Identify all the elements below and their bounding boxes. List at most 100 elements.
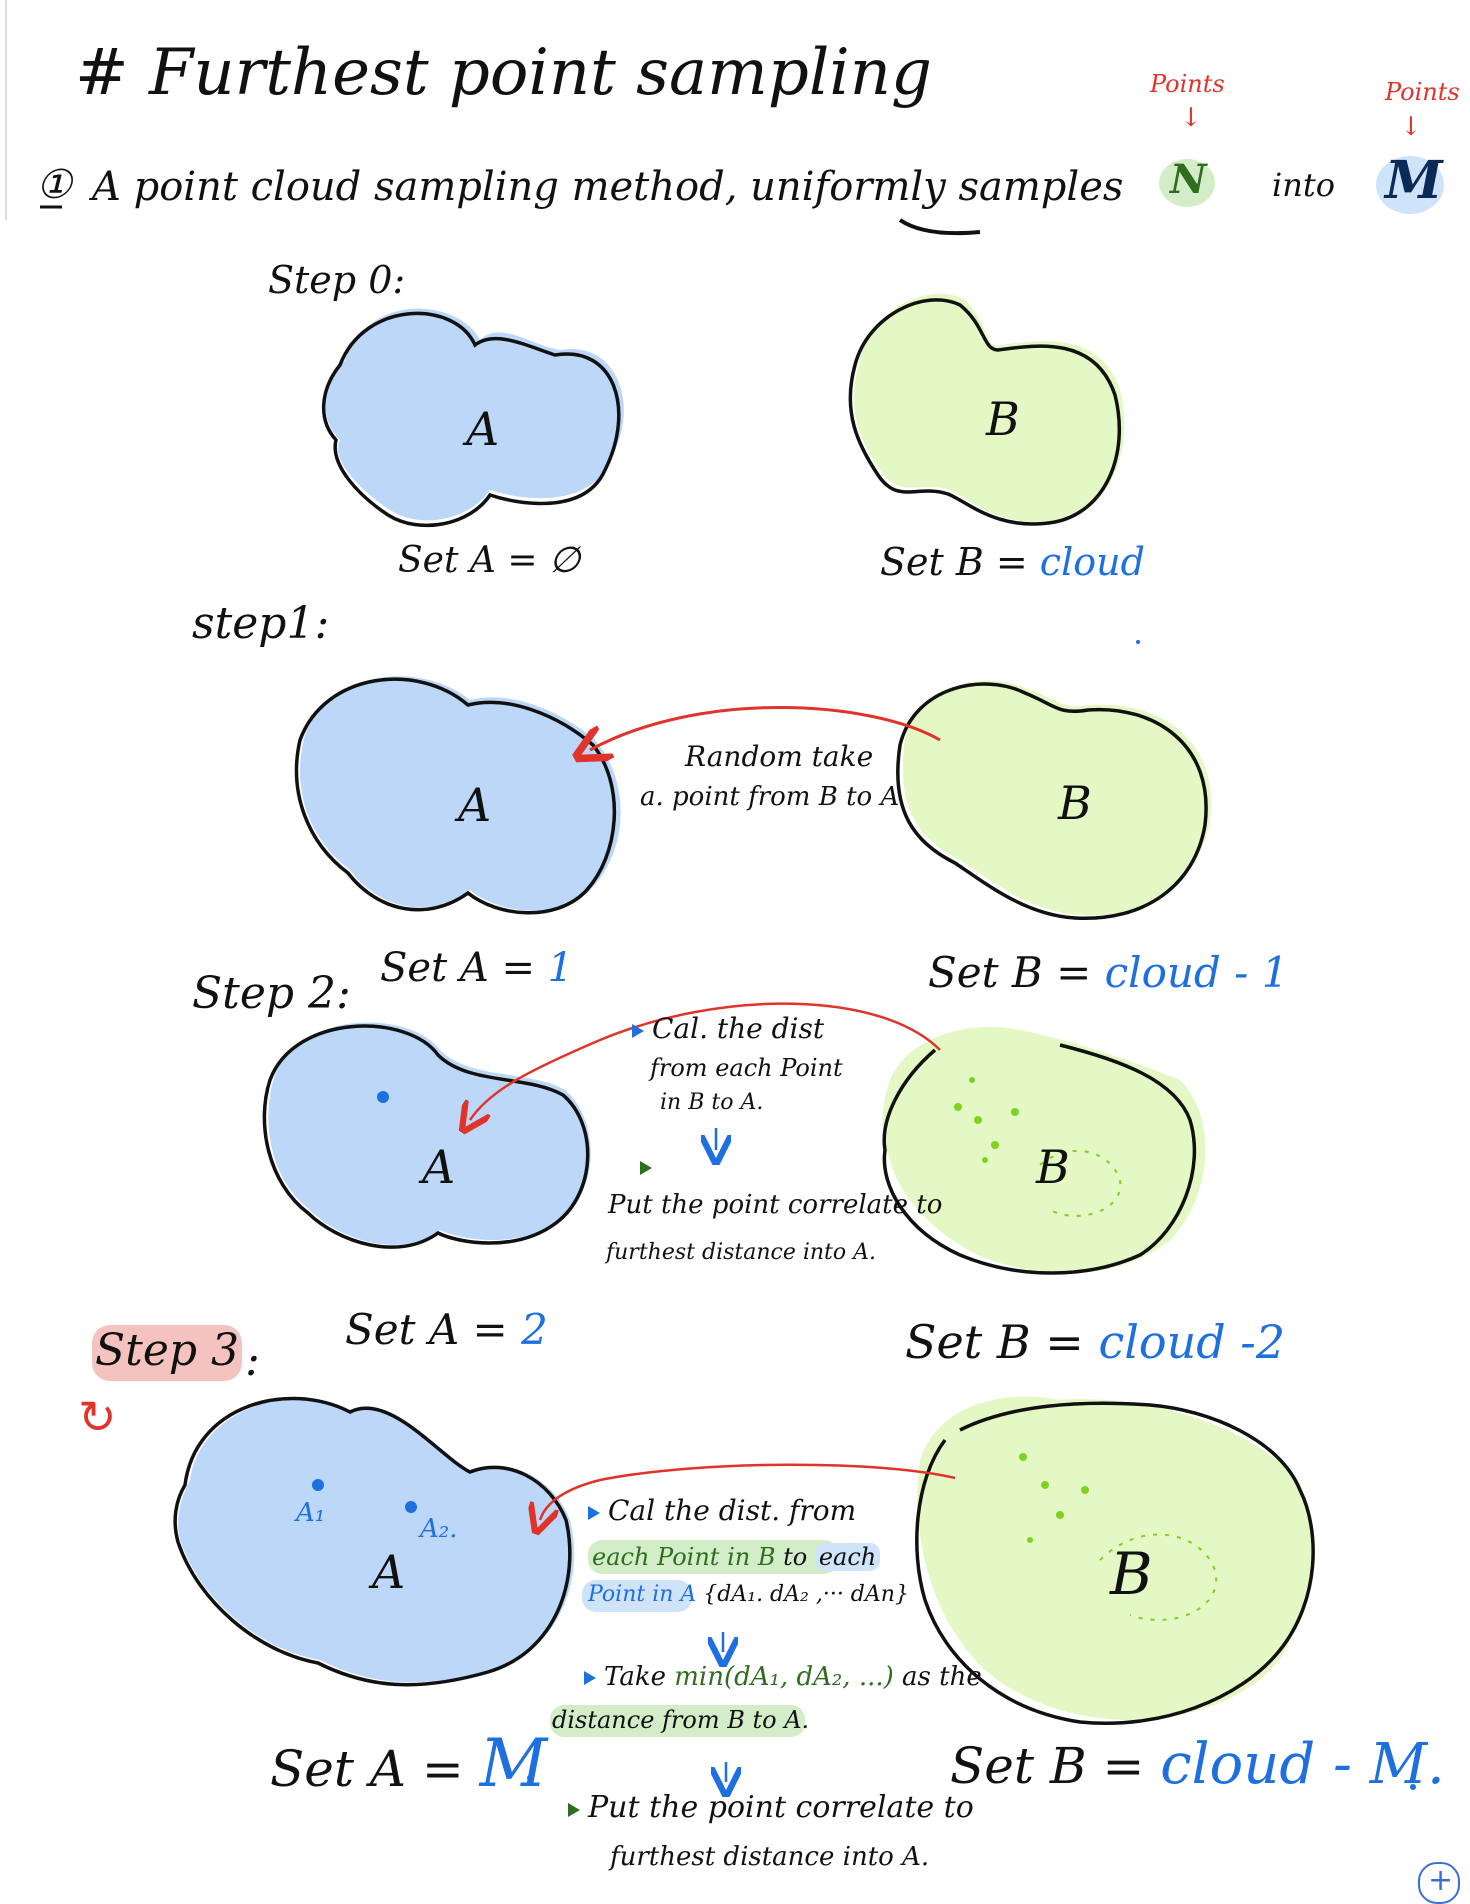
bullet-icon (588, 1506, 600, 1520)
step3-note-line4a: Take (604, 1662, 666, 1692)
intro-text: A point cloud sampling method, uniformly… (92, 164, 1124, 210)
step3-blob-b (915, 1396, 1315, 1726)
step0-set-b-value: cloud (1039, 540, 1145, 584)
step2-set-a-prefix: Set A = (345, 1305, 522, 1354)
step2-arrow (470, 1002, 941, 1120)
step0-blob-b (848, 293, 1125, 526)
step3-set-b-value: cloud - M. (1160, 1732, 1445, 1797)
bullet-icon (584, 1671, 596, 1685)
step3-note-line1: Cal the dist. from (588, 1494, 856, 1527)
step2-blob-a (262, 1022, 591, 1249)
step3-set-a-value: M (479, 1725, 548, 1802)
step3-note-line4b: min(dA₁, dA₂, ...) (674, 1662, 894, 1692)
step2-note-line1-text: Cal. the dist (652, 1012, 825, 1045)
step3-set-a-prefix: Set A = (270, 1740, 480, 1798)
bullet-icon (632, 1024, 644, 1038)
stray-dot (1410, 1784, 1416, 1790)
n-note-arrow-icon: ↓ (1180, 103, 1202, 133)
step3-a-label: A (372, 1545, 406, 1599)
step3-note-line5: distance from B to A. (552, 1706, 810, 1734)
step1-set-a-value: 1 (547, 945, 574, 991)
step2-note-line2: from each Point (650, 1054, 843, 1082)
step3-blob-a (173, 1396, 575, 1687)
step1-set-b: Set B = cloud - 1 (928, 948, 1288, 997)
intro-marker: ① (36, 162, 72, 208)
stray-dot (527, 1775, 533, 1781)
step3-note-line7: furthest distance into A. (610, 1842, 930, 1872)
step1-set-b-prefix: Set B = (928, 948, 1105, 997)
step2-note-line4: Put the point correlate to (608, 1190, 943, 1220)
plus-icon: + (1428, 1863, 1454, 1898)
step1-label: step1: (192, 598, 330, 649)
hl-each-point-in-b (588, 1540, 838, 1574)
step1-a-label: A (458, 778, 492, 832)
step3-set-b: Set B = cloud - M. (950, 1732, 1445, 1797)
step2-note-line3: in B to A. (660, 1090, 764, 1115)
step3-set-b-prefix: Set B = (950, 1737, 1161, 1795)
step3-note-line3a: Point in A (588, 1582, 697, 1607)
step1-set-a: Set A = 1 (380, 945, 573, 991)
stray-dot (1136, 640, 1140, 644)
n-highlight (1159, 159, 1215, 207)
step2-a-label: A (422, 1140, 456, 1194)
step1-arrow (590, 706, 941, 751)
add-page-button[interactable]: + (1418, 1862, 1460, 1904)
step3-set-a: Set A = M (270, 1725, 547, 1802)
step2-set-b-value: cloud -2 (1098, 1315, 1286, 1369)
step3-a2-label: A₂. (420, 1514, 458, 1544)
step3-note-line2b: to (783, 1543, 808, 1571)
step2-set-a: Set A = 2 (345, 1305, 548, 1354)
step2-set-b: Set B = cloud -2 (905, 1315, 1285, 1369)
hl-distance-from-b (550, 1705, 805, 1737)
step0-label: Step 0: (268, 258, 406, 302)
step2-bullet-icon (640, 1160, 660, 1179)
step3-note-line2a: each Point in B (592, 1543, 776, 1571)
step2-label: Step 2: (192, 968, 351, 1019)
hl-point-in-a (582, 1580, 692, 1612)
step0-a-label: A (466, 402, 500, 456)
step3-note-line6: Put the point correlate to (568, 1790, 974, 1825)
step1-set-a-prefix: Set A = (380, 945, 548, 991)
step2-set-b-prefix: Set B = (905, 1315, 1099, 1369)
step0-set-b-prefix: Set B = (880, 540, 1040, 584)
step3-note-line4c: as the (902, 1662, 982, 1692)
step3-note-line3: Point in A {dA₁. dA₂ ,··· dAn} (588, 1582, 909, 1607)
step1-blob-a (294, 676, 621, 915)
step0-blob-a (322, 308, 624, 528)
step3-arrow (540, 1463, 956, 1520)
step3-label-highlight (92, 1325, 242, 1381)
step0-set-a: Set A = ∅ (398, 540, 581, 581)
step3-note-line2c: each (814, 1543, 881, 1571)
loop-icon: ↻ (78, 1390, 117, 1444)
m-highlight (1376, 156, 1444, 214)
step1-note-line1: Random take (685, 740, 874, 773)
step2-b-label: B (1036, 1140, 1070, 1194)
step1-set-b-value: cloud - 1 (1104, 948, 1289, 997)
step1-note-line2: a. point from B to A (640, 782, 900, 812)
step2-note-line5: furthest distance into A. (606, 1240, 877, 1265)
m-points-note: Points (1385, 78, 1460, 106)
step0-set-b: Set B = cloud (880, 540, 1145, 584)
bullet-icon (568, 1803, 580, 1817)
n-points-note: Points (1150, 70, 1225, 98)
step2-blob-b (882, 1027, 1206, 1275)
intro-n: N (1170, 156, 1207, 203)
step3-note-line4: Take min(dA₁, dA₂, ...) as the (584, 1662, 982, 1692)
step3-a1-label: A₁ (296, 1498, 326, 1528)
step3-label: Step 3 (95, 1325, 240, 1376)
step0-b-label: B (986, 392, 1020, 446)
step3-note-line1-text: Cal the dist. from (608, 1494, 857, 1527)
step3-b-label: B (1110, 1540, 1153, 1608)
step3-note-line2: each Point in B to each (592, 1543, 881, 1571)
intro-m: M (1385, 150, 1443, 211)
step1-blob-b (896, 680, 1212, 920)
step3-note-line3b: {dA₁. dA₂ ,··· dAn} (703, 1582, 909, 1607)
intro-into: into (1272, 166, 1335, 204)
page-title: # Furthest point sampling (75, 36, 932, 110)
step1-b-label: B (1058, 776, 1092, 830)
step2-note-line1: Cal. the dist (632, 1012, 824, 1045)
step3-note-line6-text: Put the point correlate to (588, 1790, 974, 1825)
step2-set-a-value: 2 (521, 1305, 548, 1354)
m-note-arrow-icon: ↓ (1400, 112, 1422, 142)
